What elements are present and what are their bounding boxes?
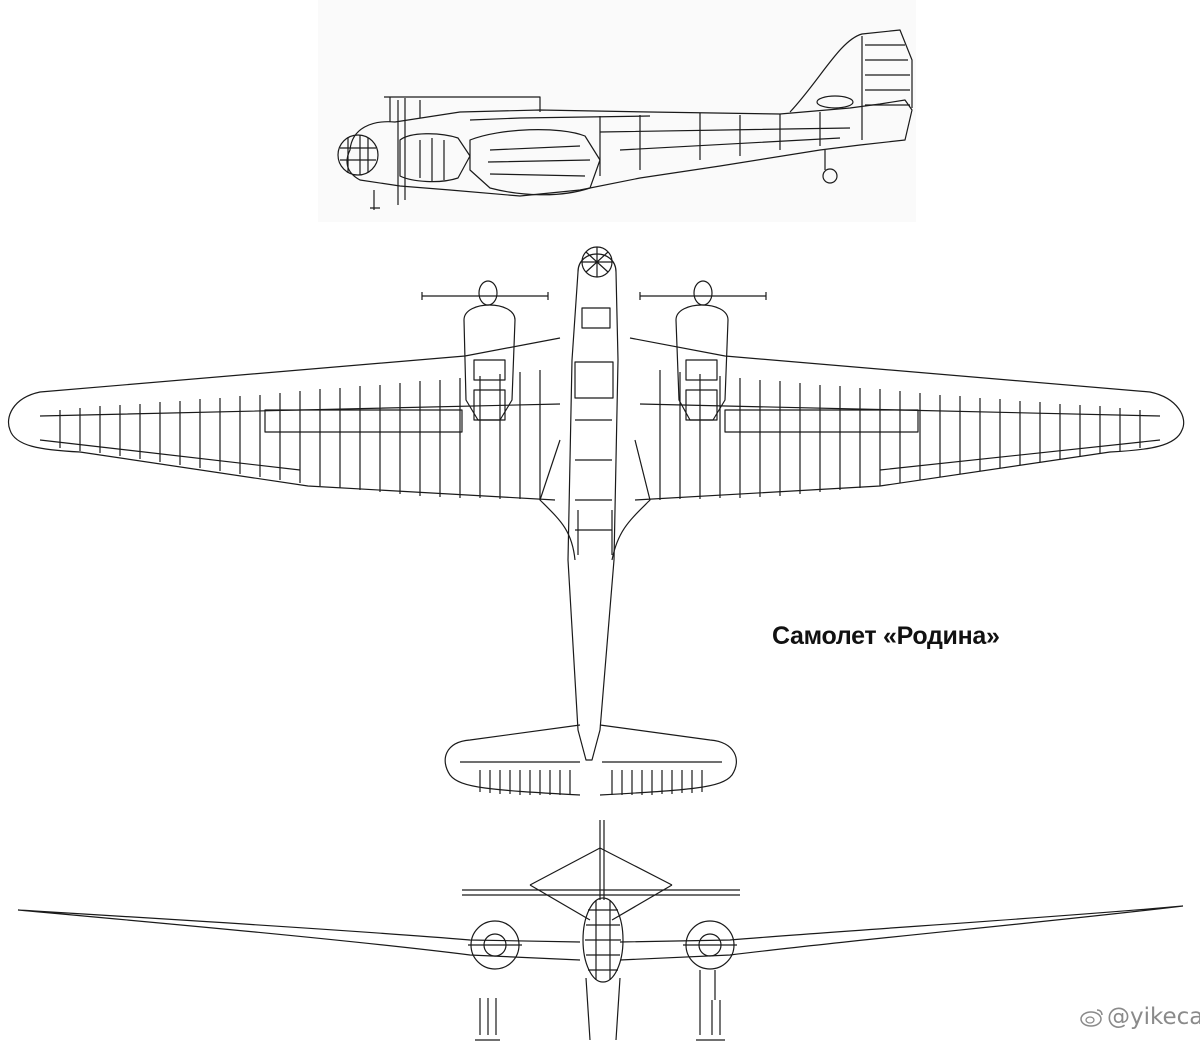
drawing-caption: Самолет «Родина»	[772, 622, 1000, 650]
front-view	[17, 820, 1184, 1041]
right-nacelle	[639, 280, 767, 421]
side-view	[318, 0, 916, 222]
left-nacelle	[421, 280, 549, 421]
watermark-handle: @yikecat	[1107, 1004, 1200, 1030]
weibo-icon	[1080, 1009, 1103, 1027]
plan-view	[8, 246, 1185, 796]
